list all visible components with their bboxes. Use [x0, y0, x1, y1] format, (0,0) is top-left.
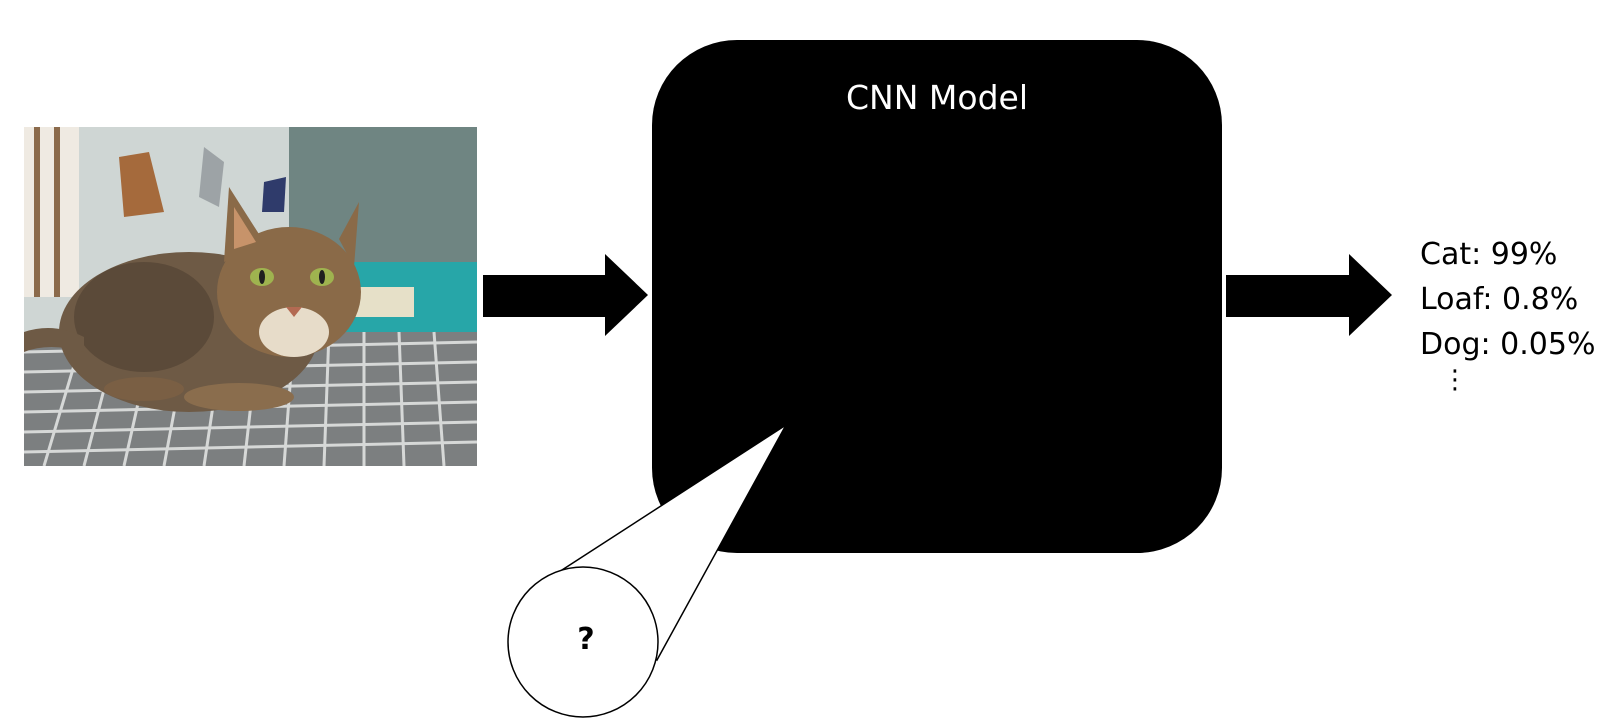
- model-title: CNN Model: [846, 78, 1028, 117]
- prediction-item: Loaf: 0.8%: [1420, 282, 1579, 317]
- prediction-item: Cat: 99%: [1420, 237, 1558, 272]
- prediction-list: Cat: 99% Loaf: 0.8% Dog: 0.05% ⋮: [1420, 232, 1595, 393]
- cat-photo-graphic: [24, 127, 477, 466]
- hidden-layer-question-mark: ?: [577, 622, 595, 657]
- input-cat-image: [24, 127, 477, 466]
- hidden-layer-circle: [507, 566, 659, 718]
- input-arrow: [483, 254, 648, 336]
- prediction-more-ellipsis: ⋮: [1442, 365, 1468, 395]
- output-arrow: [1226, 254, 1392, 336]
- prediction-item: Dog: 0.05%: [1420, 327, 1596, 362]
